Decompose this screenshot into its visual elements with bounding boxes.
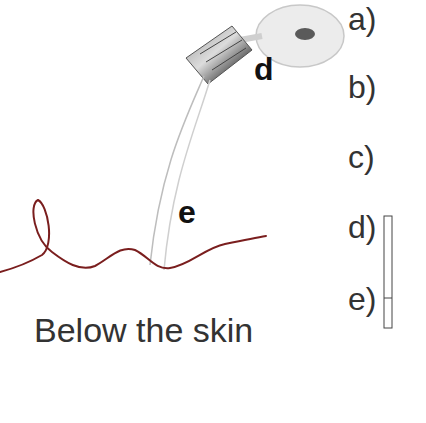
caption-note: Below the skin <box>34 312 253 349</box>
electrode-wire <box>164 80 210 270</box>
magnet <box>295 28 315 40</box>
receiver-ribs <box>200 32 246 70</box>
answer-item: d) <box>348 210 376 245</box>
answer-item: e) <box>348 282 376 317</box>
answer-box <box>384 216 392 328</box>
answer-item: b) <box>348 70 376 105</box>
answer-box-divider <box>384 298 392 299</box>
receiver-body <box>186 26 252 84</box>
electrode-wire <box>150 76 204 265</box>
skin-line-sketch <box>0 200 266 272</box>
part-letter: d <box>254 52 274 87</box>
answer-item: a) <box>348 2 376 37</box>
answer-item: c) <box>348 140 375 175</box>
part-letter: e <box>178 195 196 230</box>
